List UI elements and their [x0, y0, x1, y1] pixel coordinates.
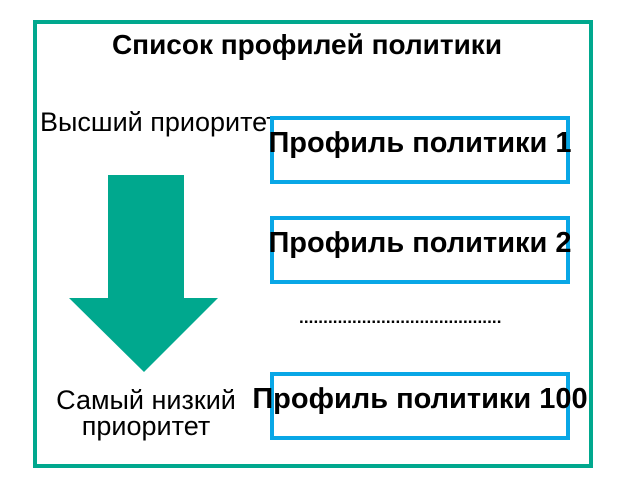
- policy-profile-box-100: Профиль политики 100: [252, 372, 588, 440]
- policy-profile-box-1: Профиль политики 1: [268, 116, 572, 184]
- diagram-title: Список профилей политики: [111, 29, 503, 60]
- policy-profile-label: Профиль политики 2: [268, 227, 572, 259]
- priority-down-arrow-icon: [69, 175, 218, 372]
- policy-profile-label: Профиль политики 100: [252, 383, 588, 415]
- policy-profile-box-2: Профиль политики 2: [268, 216, 572, 284]
- policy-profile-label: Профиль политики 1: [268, 127, 572, 159]
- low-priority-label: Самый низкий приоритет: [56, 385, 236, 441]
- ellipsis-separator: ........................................…: [299, 309, 502, 326]
- high-priority-label: Высший приоритет: [40, 107, 279, 137]
